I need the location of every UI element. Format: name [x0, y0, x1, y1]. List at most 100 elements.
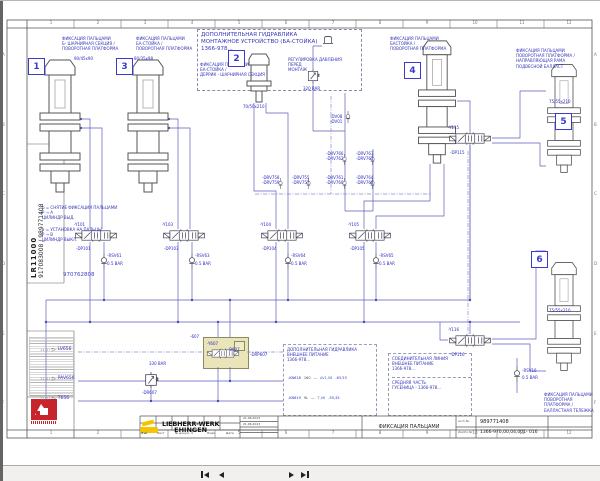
first-page-button[interactable] — [198, 469, 212, 480]
grid-col-number: 2 — [96, 20, 100, 25]
component-label: 75/55x210 — [549, 99, 571, 104]
port-arrow-icon: ▷ — [51, 376, 56, 382]
first-page-icon — [201, 471, 203, 478]
component-label: 0.5 BAR — [291, 261, 307, 266]
component-label: -607 — [190, 334, 200, 339]
component-label: 90/45x90 — [74, 56, 93, 61]
reference-number: 1 — [33, 61, 40, 72]
component-label: -DR607 — [142, 390, 157, 395]
reference-number-box: 3 — [116, 58, 133, 75]
feed-port-row: -KN618 160 — AV1,S6 -63,53 — [288, 376, 347, 380]
logo-caption — [31, 421, 57, 424]
grid-row-letter: E — [2, 331, 5, 336]
grid-col-number: 11 — [519, 20, 525, 25]
port-arrow-icon: ▷ — [51, 347, 56, 353]
liebherr-logo-icon — [31, 399, 57, 420]
reference-number: 3 — [121, 61, 128, 72]
port-name: LV656 — [57, 347, 72, 353]
annotation-note: ФИКСАЦИЯ ПАЛЬЦАМИ БА-СТОЙКА / ПОВОРОТНАЯ… — [136, 36, 193, 52]
grid-col-number: 5 — [237, 430, 241, 435]
drawing-number-value: 1366-970,00,04,001- 016 — [480, 430, 538, 435]
arch-number-label: Arch.Nr. — [458, 419, 470, 423]
reference-number: 2 — [233, 53, 240, 64]
frame-ticks — [73, 20, 545, 438]
component-label: -DRV767 — [356, 151, 374, 156]
component-label: -DRV758 — [262, 175, 280, 180]
crawler-center-title: СРЕДНЯЯ ЧАСТЬ ГУСЕНИЦА - 1366-978... — [392, 376, 471, 390]
component-label: 0.5 BAR — [522, 375, 538, 380]
grid-row-letter: B — [594, 122, 597, 127]
last-page-icon — [307, 471, 309, 478]
port-name: T656 — [57, 396, 70, 402]
component-label: -DV08 — [330, 114, 343, 119]
pilot-box — [234, 341, 245, 351]
grid-col-number: 6 — [284, 20, 288, 25]
component-label: 0.5 BAR — [379, 261, 395, 266]
grid-row-letter: C — [2, 191, 5, 196]
reference-number-box: 4 — [404, 62, 421, 79]
annotation-note: РЕГУЛИРОВКА ДАВЛЕНИЯ ПЕРЕД МОНТАЖ — [288, 57, 342, 73]
component-label: 330 BAR — [149, 361, 167, 366]
info-column-lines — [27, 143, 75, 438]
annotation-note: ФИКСАЦИЯ ПАЛЬЦАМИ БАСТОЙКА / ПОВОРОТНАЯ … — [390, 36, 447, 52]
grid-col-number: 9 — [425, 430, 429, 435]
drawing-number-label: Zeichn.Nr. — [458, 430, 474, 434]
group-box-connecting-line: СОЕДИНИТЕЛЬНАЯ ЛИНИЯ ВНЕШНЕЕ ПИТАНИЕ 136… — [388, 353, 472, 416]
annotation-note: ФИКСАЦИЯ ПАЛЬЦАМИ Б- ШАРНИРНАЯ СЕКЦИЯ / … — [62, 36, 119, 52]
grid-col-number: 4 — [190, 430, 194, 435]
annotation-note: 970762808 — [63, 272, 95, 278]
grid-row-letter: B — [2, 122, 5, 127]
group-box-external-feed: ДОПОЛНИТЕЛЬНАЯ ГИДРАВЛИКА ВНЕШНЕЕ ПИТАНИ… — [283, 344, 377, 416]
revision-date: 21.06.2013 — [243, 416, 261, 420]
grid-col-number: 10 — [472, 20, 478, 25]
component-label: -RSV61 — [107, 253, 122, 258]
component-label: 75/55x210 — [549, 308, 571, 313]
port-flow-value: 11,4 l — [40, 396, 50, 401]
component-label: -B607 — [228, 347, 240, 352]
grid-row-letter: F — [2, 400, 5, 405]
grid-row-letter: D — [2, 261, 6, 266]
grid-col-number: 11 — [519, 430, 525, 435]
reference-number: 5 — [560, 116, 567, 127]
grid-col-number: 10 — [472, 430, 478, 435]
component-label: -DRV755 — [292, 175, 310, 180]
copyright-fine-print — [29, 337, 74, 397]
component-label: -RSV16 — [522, 368, 537, 373]
crane-icon — [138, 419, 160, 435]
reference-number: 4 — [409, 65, 416, 76]
grid-col-number: 6 — [284, 430, 288, 435]
component-label: -DRV762 — [326, 156, 344, 161]
title-block-column-label: Подп. — [207, 431, 217, 435]
component-label: -DV01 — [330, 119, 343, 124]
port-flow-value: 11,4 l — [40, 376, 50, 381]
reference-number-box: 6 — [531, 251, 548, 268]
grid-col-number: 12 — [566, 430, 572, 435]
component-label: -Y115 — [448, 125, 460, 130]
component-label: 0.5 BAR — [195, 261, 211, 266]
grid-col-number: 1 — [49, 430, 53, 435]
grid-row-letter: C — [594, 191, 597, 196]
feed-port-row: -KN619 9L — T,06 -55,45 — [288, 396, 340, 400]
next-page-button[interactable] — [284, 469, 298, 480]
title-block-column-label: Дата — [226, 431, 234, 435]
component-label: -Y116 — [448, 327, 460, 332]
component-label: 320 BAR — [303, 86, 321, 91]
component-label: -Y103 — [162, 222, 174, 227]
hydraulic-port: 11,4 l ▷ PAV656 — [40, 377, 75, 382]
grid-row-letter: E — [594, 331, 597, 336]
company-name-line1: LIEBHERR-WERK — [162, 419, 220, 428]
component-label: -DRV760 — [326, 180, 344, 185]
revision-date: 21.06.2013 — [243, 422, 261, 426]
hydraulic-port: 11,4 l ▷ LV656 — [40, 348, 71, 353]
previous-page-button[interactable] — [214, 469, 228, 480]
component-label: -DRV764 — [356, 175, 374, 180]
component-label: -RSV63 — [195, 253, 210, 258]
grid-col-number: 9 — [425, 20, 429, 25]
last-page-button[interactable] — [298, 469, 312, 480]
grid-col-number: 3 — [143, 20, 147, 25]
title-block-column-label: № докум. — [175, 431, 190, 435]
previous-page-icon — [218, 471, 224, 478]
